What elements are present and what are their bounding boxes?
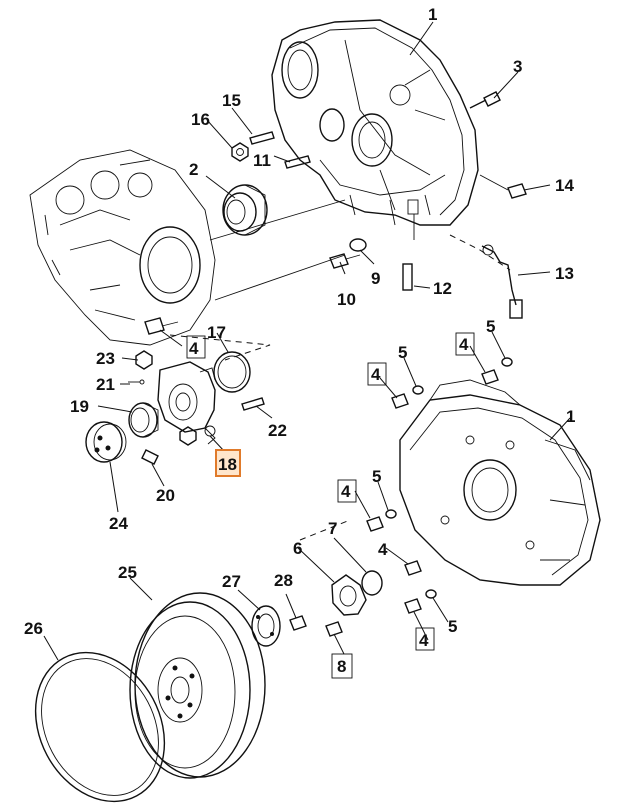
- callout-5-d: 5: [448, 617, 457, 636]
- small-fasteners-top: [231, 91, 527, 291]
- pulley-25: [129, 592, 266, 779]
- belt-26: [34, 651, 166, 803]
- callout-18-highlighted: 18: [218, 455, 237, 474]
- callout-5-b: 5: [486, 317, 495, 336]
- callout-2: 2: [189, 160, 198, 179]
- callout-22: 22: [268, 421, 287, 440]
- callout-9: 9: [371, 269, 380, 288]
- callout-20: 20: [156, 486, 175, 505]
- ring-27-bolt-28: [251, 605, 307, 647]
- callout-4-d: 4: [378, 540, 388, 559]
- callout-12: 12: [433, 279, 452, 298]
- callout-13: 13: [555, 264, 574, 283]
- callout-26: 26: [24, 619, 43, 638]
- alignment-lines: [169, 199, 511, 541]
- callout-4-a: 4: [371, 365, 381, 384]
- upper-housing: [271, 19, 479, 240]
- callout-17: 17: [207, 323, 226, 342]
- sensor-13: [481, 244, 523, 319]
- callout-19: 19: [70, 397, 89, 416]
- callout-28: 28: [274, 571, 293, 590]
- callout-15: 15: [222, 91, 241, 110]
- callout-leaders: [43, 21, 571, 661]
- callout-3: 3: [513, 57, 522, 76]
- seal-2: [222, 184, 268, 236]
- callout-1-lower: 1: [566, 407, 575, 426]
- callout-10: 10: [337, 290, 356, 309]
- callout-5-a: 5: [398, 343, 407, 362]
- cover-6-7-8: [325, 570, 383, 637]
- pump-assembly: [85, 317, 265, 465]
- callout-23: 23: [96, 349, 115, 368]
- callout-8: 8: [337, 657, 346, 676]
- callout-27: 27: [222, 572, 241, 591]
- callout-labels: 1 1 2 3 4 4 4 4 4 4 5 5 5 5 6 7 8 9 10 1…: [24, 5, 575, 676]
- callout-16: 16: [191, 110, 210, 129]
- lower-housing: [399, 379, 601, 586]
- callout-6: 6: [293, 539, 302, 558]
- callout-4-c: 4: [341, 482, 351, 501]
- callout-boxes: [186, 332, 475, 679]
- callout-25: 25: [118, 563, 137, 582]
- callout-21: 21: [96, 375, 115, 394]
- callout-14: 14: [555, 176, 574, 195]
- callout-5-c: 5: [372, 467, 381, 486]
- callout-4-pump: 4: [189, 339, 199, 358]
- callout-1-top: 1: [428, 5, 437, 24]
- callout-7: 7: [328, 519, 337, 538]
- callout-11: 11: [253, 151, 271, 170]
- lower-fasteners: [366, 357, 513, 614]
- callout-24: 24: [109, 514, 128, 533]
- callout-4-b: 4: [459, 335, 469, 354]
- engine-block: [29, 149, 216, 346]
- callout-4-e: 4: [419, 631, 429, 650]
